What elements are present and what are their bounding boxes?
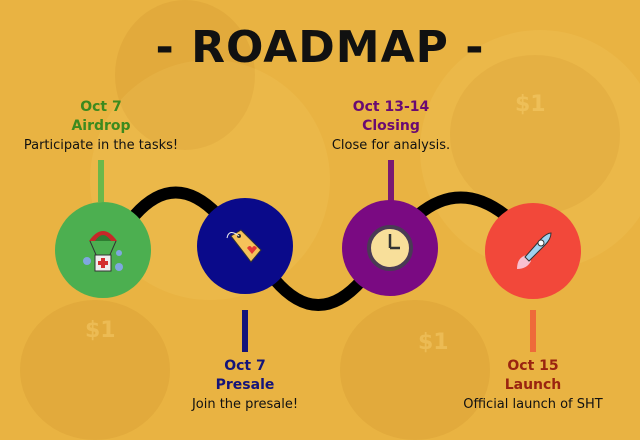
page-title: - ROADMAP - bbox=[155, 22, 485, 73]
milestone-presale: Oct 7 Presale Join the presale! bbox=[135, 357, 355, 414]
milestone-desc: Official launch of SHT bbox=[463, 397, 603, 412]
dollar-watermark: $1 bbox=[515, 92, 546, 117]
milestone-date: Oct 7 bbox=[224, 358, 266, 374]
milestone-launch: Oct 15 Launch Official launch of SHT bbox=[423, 357, 640, 414]
presale-node bbox=[197, 198, 293, 294]
presale-stem bbox=[242, 310, 248, 352]
airdrop-node bbox=[55, 202, 151, 298]
milestone-name: Airdrop bbox=[71, 118, 131, 134]
milestone-name: Launch bbox=[504, 377, 562, 393]
milestone-desc: Join the presale! bbox=[191, 397, 299, 412]
launch-node bbox=[485, 203, 581, 299]
milestone-desc: Close for analysis. bbox=[331, 138, 451, 153]
milestone-name: Presale bbox=[215, 377, 275, 393]
airdrop-stem bbox=[98, 160, 104, 202]
milestone-closing: Oct 13-14 Closing Close for analysis. bbox=[281, 98, 501, 155]
milestone-date: Oct 13-14 bbox=[352, 99, 430, 115]
dollar-watermark: $1 bbox=[85, 318, 116, 343]
milestone-date: Oct 15 bbox=[507, 358, 559, 374]
clock-icon bbox=[367, 225, 413, 271]
milestone-name: Closing bbox=[362, 118, 420, 134]
closing-node bbox=[342, 200, 438, 296]
parachute-gift-icon bbox=[83, 231, 123, 272]
rocket-icon bbox=[517, 232, 552, 269]
closing-stem bbox=[388, 160, 394, 202]
milestone-date: Oct 7 bbox=[80, 99, 122, 115]
milestone-desc: Participate in the tasks! bbox=[23, 138, 179, 153]
price-tag-icon bbox=[226, 229, 262, 263]
launch-stem bbox=[530, 310, 536, 352]
milestone-airdrop: Oct 7 Airdrop Participate in the tasks! bbox=[0, 98, 211, 155]
dollar-watermark: $1 bbox=[418, 330, 449, 355]
